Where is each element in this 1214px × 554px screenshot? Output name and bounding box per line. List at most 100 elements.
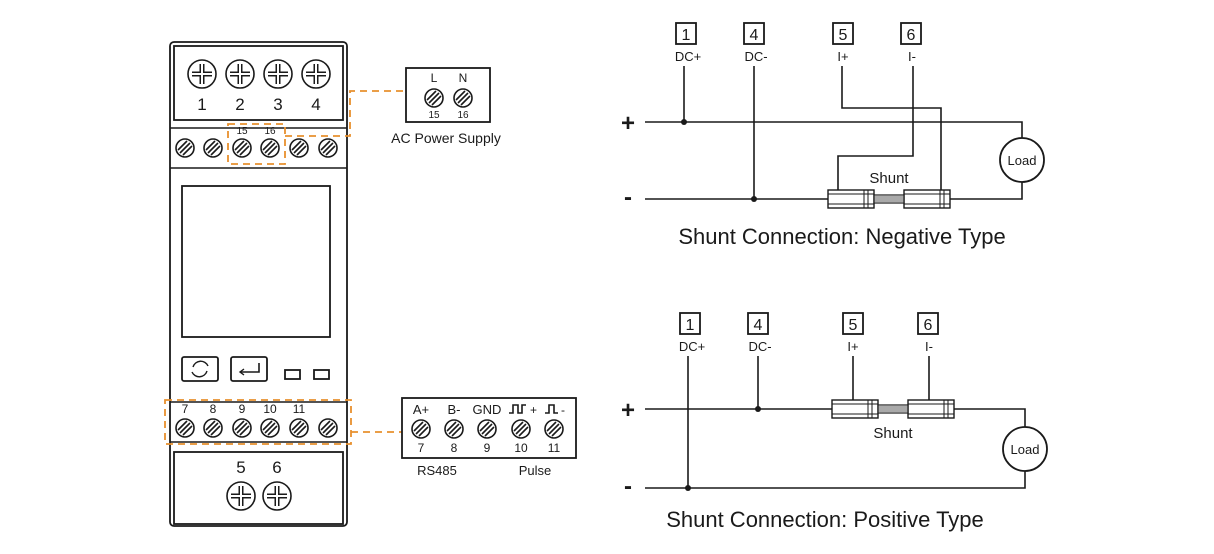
screw-icon — [444, 419, 464, 439]
terminal-number: 4 — [750, 27, 759, 44]
screw-icon — [227, 482, 255, 510]
negative-rail — [645, 471, 1026, 489]
shunt-terminal — [903, 189, 951, 209]
screw-icon — [260, 138, 280, 158]
shunt-label: Shunt — [869, 170, 909, 187]
terminal-number: 1 — [682, 27, 691, 44]
load — [999, 137, 1045, 183]
terminal-number: 6 — [924, 317, 933, 334]
terminal-box — [675, 22, 697, 45]
terminal-number: 8 — [210, 402, 217, 416]
terminal-box — [832, 22, 854, 45]
screw-icon — [477, 419, 497, 439]
screw-icon — [232, 418, 252, 438]
terminal-label: + — [530, 403, 537, 417]
enter-button — [230, 356, 268, 382]
shunt-terminal — [827, 189, 875, 209]
terminal-box — [917, 312, 939, 335]
screw-icon — [203, 138, 223, 158]
diagram-caption: Shunt Connection: Negative Type — [678, 224, 1005, 249]
callout-connector — [285, 90, 406, 137]
screw-icon — [289, 418, 309, 438]
terminal-number: 9 — [484, 441, 491, 455]
cycle-icon — [192, 360, 209, 368]
terminal-label: B- — [448, 402, 461, 417]
positive-rail-sign: + — [621, 110, 635, 137]
terminal-label: DC+ — [679, 339, 705, 354]
load-label: Load — [1008, 153, 1037, 168]
indicator-led — [284, 369, 301, 380]
terminal-number: 15 — [428, 110, 440, 121]
junction-dot — [755, 406, 761, 412]
terminal-number: 16 — [457, 110, 469, 121]
comm-callout: A+ B- GND + - 7 8 9 10 11 RS485 Pulse — [351, 397, 577, 478]
terminal-number: 4 — [754, 317, 763, 334]
screw-icon — [175, 418, 195, 438]
screw-icon — [318, 138, 338, 158]
diagram-caption: Shunt Connection: Positive Type — [666, 507, 984, 532]
i-plus-sense-wire — [841, 66, 942, 190]
terminal-label: I- — [908, 49, 916, 64]
rs485-label: RS485 — [417, 463, 457, 478]
terminal-label: - — [561, 403, 565, 417]
screw-icon — [544, 419, 564, 439]
i-minus-sense-wire — [837, 66, 914, 190]
screw-icon — [232, 138, 252, 158]
ac-supply-callout: L N 15 16 AC Power Supply — [285, 67, 501, 146]
junction-dot — [685, 485, 691, 491]
terminal-number: 1 — [197, 95, 206, 114]
terminal-label: DC- — [744, 49, 767, 64]
enter-icon — [241, 363, 260, 373]
negative-rail-sign: - — [624, 184, 632, 211]
aux-terminal-highlight — [227, 123, 286, 165]
shunt-terminal — [907, 399, 955, 419]
screw-icon — [188, 60, 216, 88]
pulse-label: Pulse — [519, 463, 552, 478]
terminal-number: 8 — [451, 441, 458, 455]
screw-icon — [260, 418, 280, 438]
terminal-number: 5 — [839, 27, 848, 44]
terminal-number: 1 — [686, 317, 695, 334]
load-label: Load — [1011, 442, 1040, 457]
terminal-label: N — [459, 71, 468, 85]
screw-icon — [203, 418, 223, 438]
shunt-terminal — [831, 399, 879, 419]
pulse-icon — [545, 404, 558, 414]
terminal-number: 11 — [548, 441, 561, 455]
junction-dot — [751, 196, 757, 202]
terminal-number: 10 — [514, 441, 528, 455]
positive-rail — [645, 121, 1023, 138]
terminal-label: L — [431, 71, 438, 85]
terminal-label: I- — [925, 339, 933, 354]
terminal-number: 7 — [182, 402, 189, 416]
screw-icon — [302, 60, 330, 88]
terminal-number: 15 — [236, 126, 248, 137]
terminal-label: I+ — [837, 49, 848, 64]
screw-icon — [264, 60, 292, 88]
terminal-number: 5 — [849, 317, 858, 334]
positive-type-schematic: 1 4 5 6 DC+ DC- I+ I- + - Shunt Load Shu… — [621, 312, 1048, 532]
screw-icon — [453, 88, 473, 108]
junction-dot — [681, 119, 687, 125]
terminal-number: 3 — [273, 95, 282, 114]
aux-terminal-row: 15 16 — [175, 123, 338, 165]
terminal-number: 6 — [907, 27, 916, 44]
screw-icon — [226, 60, 254, 88]
screw-icon — [175, 138, 195, 158]
negative-type-schematic: 1 4 5 6 DC+ DC- I+ I- + - Shunt Load Shu… — [621, 22, 1045, 249]
screw-icon — [511, 419, 531, 439]
screw-icon — [424, 88, 444, 108]
terminal-number: 16 — [264, 126, 276, 137]
terminal-label: I+ — [847, 339, 858, 354]
shunt-label: Shunt — [873, 425, 913, 442]
top-terminal-screws: 1 2 3 4 — [188, 60, 330, 114]
terminal-number: 5 — [236, 458, 245, 477]
terminal-box — [743, 22, 765, 45]
terminal-number: 7 — [418, 441, 425, 455]
meter-buttons — [181, 356, 330, 382]
screw-icon — [289, 138, 309, 158]
screw-icon — [263, 482, 291, 510]
terminal-box — [679, 312, 701, 335]
screw-icon — [318, 418, 338, 438]
